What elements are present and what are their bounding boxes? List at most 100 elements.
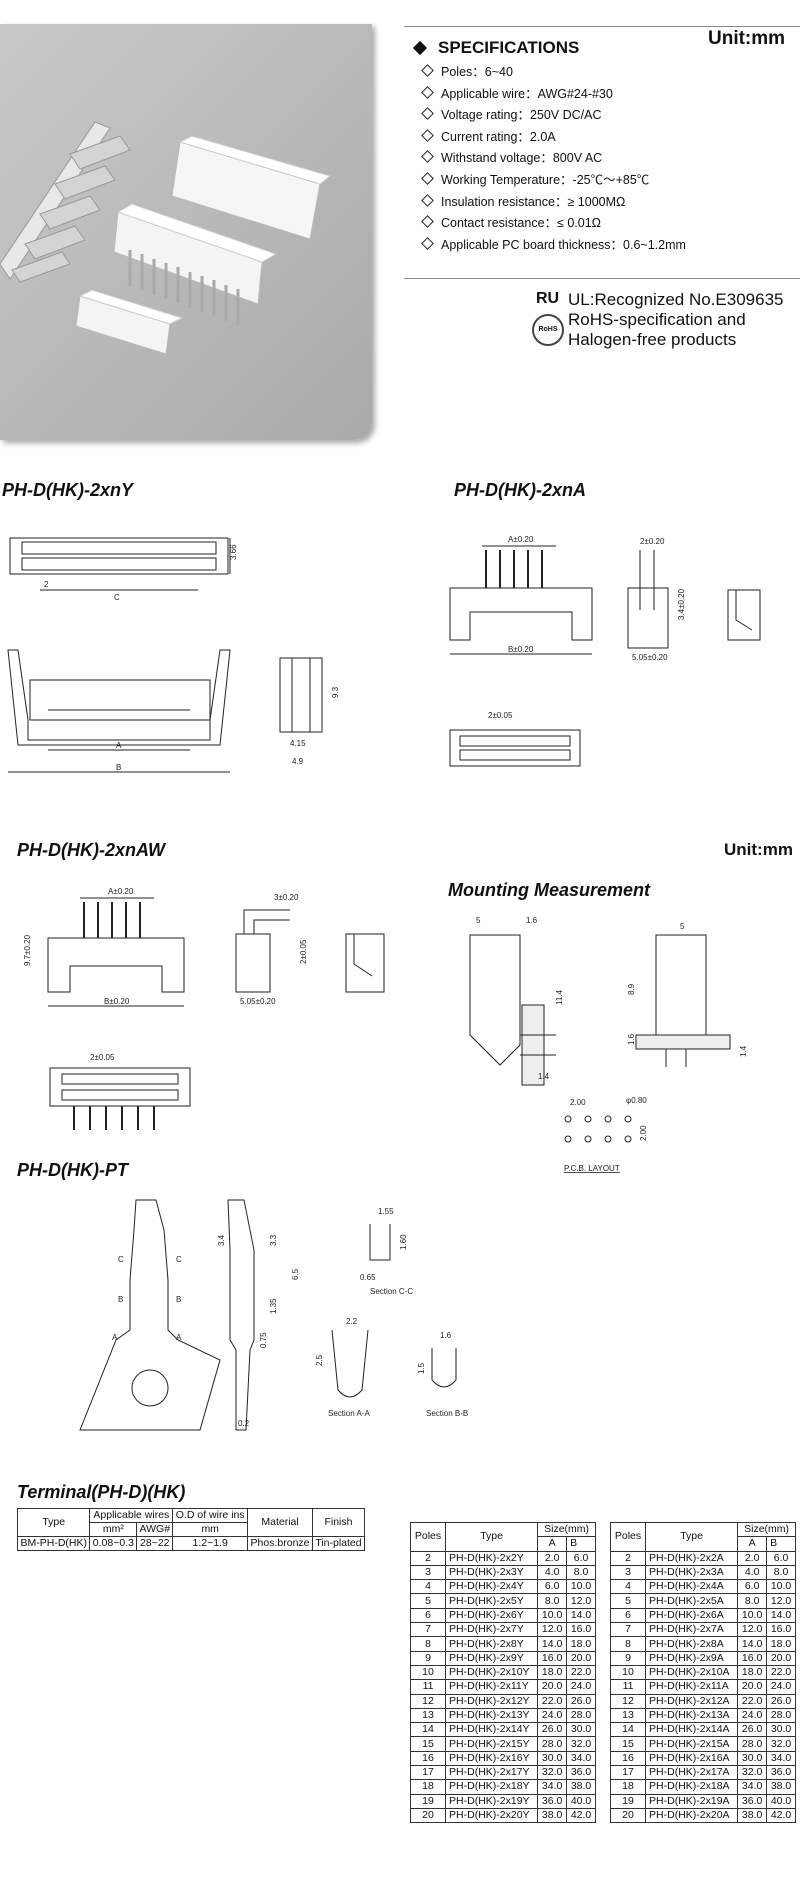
terminal-strip-graphic: [0, 121, 131, 283]
table-row: BM-PH-D(HK) 0.08~0.3 28~22 1.2~1.9 Phos.…: [16, 1536, 366, 1551]
table-cell: 18.0: [566, 1636, 596, 1652]
diamond-outline-icon: [421, 150, 434, 164]
pt-a-left: A: [112, 1333, 118, 1342]
aw-dim-b: B±0.20: [104, 997, 130, 1006]
drawing-2xny: 3.66 2 C A B 9.3 4.15 4.9: [7, 537, 340, 773]
table-cell: 12.0: [737, 1622, 768, 1638]
pt-dim-65: 6.5: [291, 1268, 300, 1280]
a-dim-a: A±0.20: [508, 535, 534, 544]
table-cell: 10.0: [537, 1607, 568, 1624]
drawing-mounting: 5 1.6 11.4 1.4 5 8.9 1.6 1.4 2.00 φ0.80 …: [469, 916, 748, 1173]
table-cell: 19: [609, 1793, 647, 1809]
table-cell: 38.0: [737, 1807, 768, 1824]
table-cell: PH-D(HK)-2x20Y: [445, 1807, 539, 1824]
mount-board: [635, 1034, 731, 1050]
table-cell: PH-D(HK)-2x18Y: [445, 1779, 539, 1795]
a-bottom-view: [449, 729, 581, 767]
y-side-view: [279, 657, 323, 733]
table-cell: 16.0: [737, 1650, 768, 1666]
mount-dim-114: 11.4: [555, 989, 564, 1005]
table-cell: PH-D(HK)-2x13A: [645, 1707, 739, 1724]
a-dim-505: 5.05±0.20: [632, 653, 668, 662]
drawing-2xna: A±0.20 B±0.20 2±0.20 3.4±0.20 5.05±0.20 …: [449, 535, 761, 767]
pt-side-view: [227, 1199, 255, 1431]
table-cell: 8: [409, 1636, 447, 1652]
table-cell: 11: [609, 1679, 647, 1695]
aw-dim-pitch: 2±0.05: [90, 1053, 115, 1062]
aw-dim-3: 3±0.20: [274, 893, 299, 902]
pt-section-cc-label: Section C-C: [370, 1287, 413, 1296]
table-cell: 22.0: [737, 1693, 768, 1709]
pt-dim-15: 1.5: [417, 1362, 426, 1374]
pcb-layout-label: P.C.B. LAYOUT: [564, 1164, 620, 1173]
terminal-header-type: Type: [16, 1508, 91, 1537]
section-title-y: PH-D(HK)-2xnY: [2, 480, 134, 500]
pt-dim-22: 2.2: [346, 1317, 358, 1326]
table-cell: 15: [609, 1736, 647, 1752]
table-cell: 7: [409, 1622, 447, 1638]
table-cell: 28.0: [537, 1736, 568, 1752]
diamond-outline-icon: [421, 64, 434, 77]
table-cell: PH-D(HK)-2x3Y: [445, 1564, 539, 1581]
pcb-dim-hole: φ0.80: [626, 1096, 647, 1105]
table-cell: 8.0: [737, 1593, 768, 1609]
table-cell: 14: [409, 1722, 447, 1738]
pt-top-view: [79, 1199, 221, 1431]
table-cell: 11: [409, 1679, 447, 1695]
spec-top-divider: [404, 26, 800, 27]
aw-dim-a: A±0.20: [108, 887, 134, 896]
pcb-dim-row: 2.00: [639, 1125, 648, 1141]
table-cell: 18.0: [766, 1636, 796, 1652]
spec-item: Current rating：2.0A: [420, 127, 686, 149]
table-cell: PH-D(HK)-2x16A: [645, 1750, 739, 1767]
table-cell: 8.0: [766, 1564, 796, 1581]
table-cell: 10: [409, 1664, 447, 1681]
housing-top-graphic: [171, 135, 332, 240]
table-cell: PH-D(HK)-2x7A: [645, 1622, 739, 1638]
a-front-view: [449, 587, 593, 641]
connector-product-illustration: [0, 121, 332, 355]
table-cell: 34.0: [537, 1779, 568, 1795]
table-cell: 6: [409, 1607, 447, 1624]
y-dim-b: B: [116, 763, 121, 772]
diamond-outline-icon: [421, 236, 434, 250]
y-front-view-face: [29, 679, 211, 721]
table-cell: PH-D(HK)-2x5A: [645, 1593, 739, 1609]
table-cell: 34.0: [766, 1750, 796, 1767]
table-cell: PH-D(HK)-2x11A: [645, 1679, 739, 1695]
table-cell: 32.0: [537, 1765, 568, 1781]
table-cell: 2: [609, 1550, 647, 1566]
pt-section-bb: [431, 1348, 457, 1388]
diamond-filled-icon: [412, 40, 428, 56]
table-cell: 24.0: [566, 1679, 596, 1695]
pt-dim-160: 1.60: [399, 1234, 408, 1250]
table-cell: 16.0: [537, 1650, 568, 1666]
y-dim-a: A: [116, 741, 122, 750]
table-cell: PH-D(HK)-2x4Y: [445, 1579, 539, 1595]
table-cell: PH-D(HK)-2x3A: [645, 1564, 739, 1581]
y-dim-height: 3.66: [229, 544, 238, 560]
size-header-a: A: [537, 1536, 568, 1552]
table-cell: 20.0: [737, 1679, 768, 1695]
rohs-text-2: Halogen-free products: [568, 330, 737, 349]
pt-dim-155: 1.55: [378, 1207, 394, 1216]
mount-side-view: [469, 934, 521, 1066]
spec-item: Applicable wire：AWG#24-#30: [420, 84, 686, 106]
table-cell: PH-D(HK)-2x11Y: [445, 1679, 539, 1695]
table-cell: PH-D(HK)-2x15Y: [445, 1736, 539, 1752]
table-cell: 5: [609, 1593, 647, 1609]
spec-item: Poles：6~40: [420, 62, 686, 84]
table-cell: 10.0: [566, 1579, 596, 1595]
table-cell: 40.0: [566, 1793, 596, 1809]
table-cell: 26.0: [537, 1722, 568, 1738]
table-cell: 14.0: [537, 1636, 568, 1652]
table-cell: 4: [609, 1579, 647, 1595]
